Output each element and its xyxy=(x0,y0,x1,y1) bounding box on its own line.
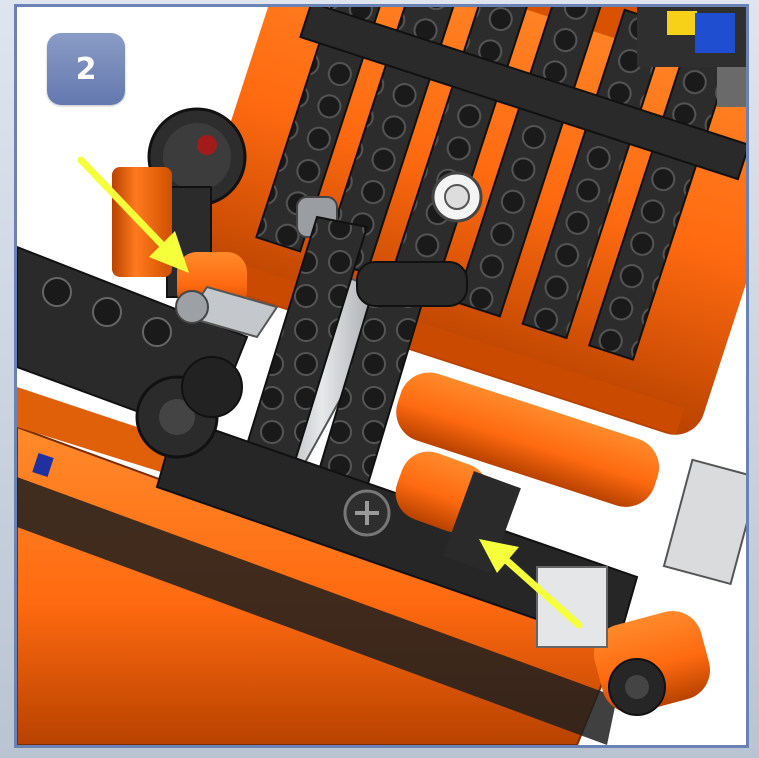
center-black-link xyxy=(235,215,468,489)
right-orange-cylinder xyxy=(396,372,660,507)
lower-orange-boom xyxy=(17,387,619,745)
arrow-upper-left xyxy=(77,156,189,273)
left-round-connectors xyxy=(135,356,243,459)
step-number: 2 xyxy=(75,51,97,87)
step-number-badge: 2 xyxy=(47,33,125,105)
instruction-panel: 2 xyxy=(14,4,749,748)
grille-beams xyxy=(255,7,746,361)
lego-assembly-illustration xyxy=(17,7,746,745)
white-bushing xyxy=(431,171,483,223)
top-right-parts xyxy=(637,7,746,107)
arrow-lower-right xyxy=(479,539,583,629)
lower-right-orange-pieces xyxy=(395,451,521,573)
bottom-right-parts xyxy=(536,458,746,716)
